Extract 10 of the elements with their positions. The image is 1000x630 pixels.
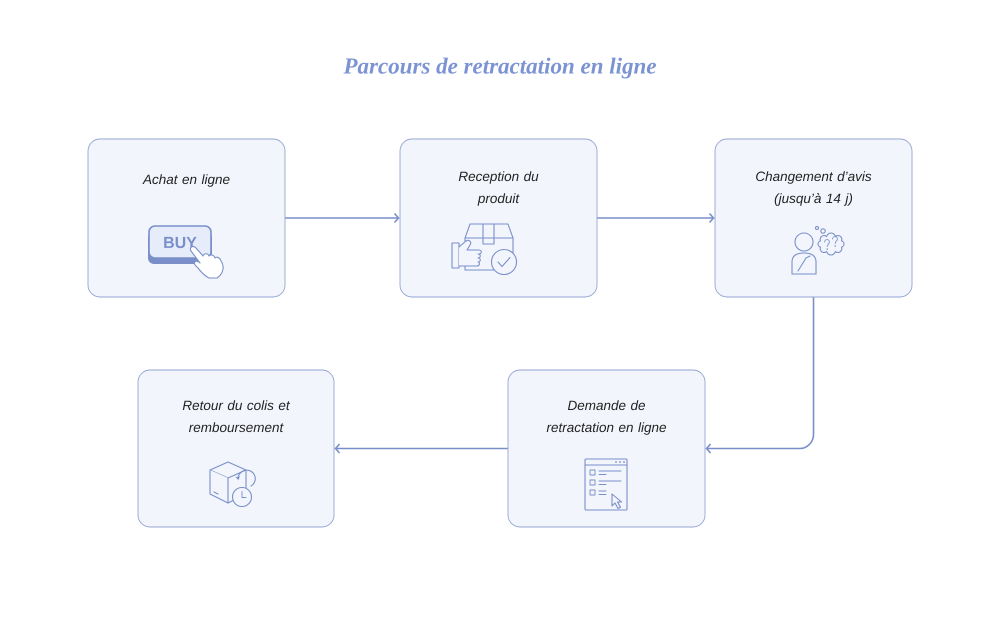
- process-box: Demande de retractation en ligne: [508, 370, 706, 528]
- title: Parcours de retractation en ligne: [343, 58, 656, 78]
- process-box: Changement d’avis (jusqu’à 14 j): [714, 138, 912, 298]
- arrow: [705, 297, 814, 454]
- arrow: [285, 212, 400, 224]
- process-box: Reception du produit: [400, 138, 598, 298]
- arrow: [334, 443, 508, 454]
- buy-button: BUY: [148, 225, 212, 264]
- process-box: Retour du colis et remboursement: [138, 370, 334, 528]
- arrow: [597, 212, 715, 224]
